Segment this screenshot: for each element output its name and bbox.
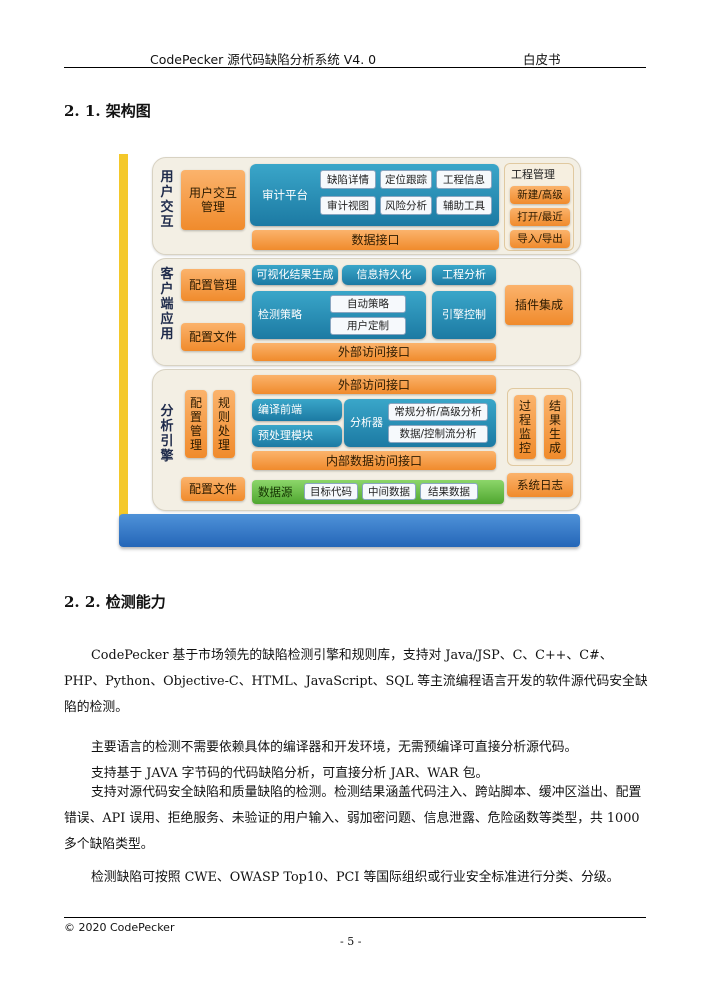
client-external-interface-box: 外部访问接口	[252, 343, 496, 361]
interaction-mgmt-box: 用户交互管理	[181, 170, 245, 230]
persistence-box: 信息持久化	[342, 265, 426, 285]
analysis-item: 常规分析/高级分析	[388, 403, 488, 421]
user-layer: 用户交互 用户交互管理 审计平台 缺陷详情 定位跟踪 工程信息 审计视图 风险分…	[152, 157, 581, 255]
client-config-mgmt-box: 配置管理	[181, 269, 245, 301]
engine-external-interface-box: 外部访问接口	[252, 375, 496, 394]
audit-item: 工程信息	[436, 170, 492, 189]
architecture-diagram: 用户交互 用户交互管理 审计平台 缺陷详情 定位跟踪 工程信息 审计视图 风险分…	[119, 154, 583, 550]
paragraph-3: 支持基于 JAVA 字节码的代码缺陷分析，可直接分析 JAR、WAR 包。	[91, 766, 489, 781]
compiler-front-box: 编译前端	[252, 399, 342, 421]
analysis-item: 数据/控制流分析	[388, 425, 488, 443]
project-item: 导入/导出	[510, 230, 570, 248]
plugin-box: 插件集成	[505, 285, 573, 325]
paragraph-2: 主要语言的检测不需要依赖具体的编译器和开发环境，无需预编译可直接分析源代码。	[91, 740, 578, 755]
project-mgmt-label: 工程管理	[511, 168, 555, 181]
client-layer-label: 客户端应用	[160, 267, 174, 342]
paragraph-1: CodePecker 基于市场领先的缺陷检测引擎和规则库，支持对 Java/JS…	[64, 643, 650, 721]
diagram-base-bar	[119, 514, 580, 547]
monitor-panel: 过程监控 结果生成	[507, 388, 573, 466]
engine-layer: 分析引擎 外部访问接口 配置管理 规则处理 配置文件 编译前端 预处理模块 分析…	[152, 369, 581, 511]
audit-item: 缺陷详情	[320, 170, 376, 189]
data-item: 中间数据	[362, 483, 416, 500]
header-title: CodePecker 源代码缺陷分析系统 V4. 0	[150, 52, 377, 67]
footer-rule	[64, 917, 646, 918]
analyzer-box: 分析器 常规分析/高级分析 数据/控制流分析	[344, 399, 496, 447]
data-item: 结果数据	[420, 483, 478, 500]
engine-config-mgmt-box: 配置管理	[185, 390, 207, 458]
audit-item: 定位跟踪	[380, 170, 432, 189]
data-source-label: 数据源	[258, 485, 293, 499]
user-custom-box: 用户定制	[330, 317, 406, 335]
data-item: 目标代码	[304, 483, 358, 500]
project-item: 新建/高级	[510, 186, 570, 204]
data-interface-box: 数据接口	[252, 230, 499, 250]
header-rule	[64, 67, 646, 68]
rule-proc-box: 规则处理	[213, 390, 235, 458]
internal-interface-box: 内部数据访问接口	[252, 451, 496, 470]
diagram-yellow-bar	[119, 154, 128, 526]
audit-item: 风险分析	[380, 196, 432, 215]
analyzer-label: 分析器	[350, 416, 383, 429]
paragraph-4: 支持对源代码安全缺陷和质量缺陷的检测。检测结果涵盖代码注入、跨站脚本、缓冲区溢出…	[64, 780, 650, 858]
engine-layer-label: 分析引擎	[160, 404, 174, 464]
audit-item: 审计视图	[320, 196, 376, 215]
paragraph-4-text: 支持对源代码安全缺陷和质量缺陷的检测。检测结果涵盖代码注入、跨站脚本、缓冲区溢出…	[64, 785, 642, 852]
process-monitor-box: 过程监控	[514, 395, 536, 459]
preprocess-box: 预处理模块	[252, 425, 342, 447]
detect-policy-label: 检测策略	[258, 308, 302, 321]
user-layer-label: 用户交互	[160, 170, 174, 230]
client-config-file-box: 配置文件	[181, 323, 245, 351]
project-item: 打开/最近	[510, 208, 570, 226]
audit-platform-box: 审计平台 缺陷详情 定位跟踪 工程信息 审计视图 风险分析 辅助工具	[250, 164, 499, 226]
engine-control-box: 引擎控制	[432, 291, 496, 339]
system-log-box: 系统日志	[507, 473, 573, 497]
visual-report-box: 可视化结果生成	[252, 265, 338, 285]
paragraph-1-text: CodePecker 基于市场领先的缺陷检测引擎和规则库，支持对 Java/JS…	[64, 648, 648, 715]
paragraph-5: 检测缺陷可按照 CWE、OWASP Top10、PCI 等国际组织或行业安全标准…	[91, 870, 620, 885]
page-number: - 5 -	[340, 935, 362, 948]
client-layer: 客户端应用 配置管理 配置文件 可视化结果生成 信息持久化 工程分析 检测策略 …	[152, 258, 581, 366]
footer-copyright: © 2020 CodePecker	[64, 921, 175, 934]
audit-item: 辅助工具	[436, 196, 492, 215]
auto-policy-box: 自动策略	[330, 295, 406, 313]
header-doc-type: 白皮书	[523, 52, 561, 67]
engine-config-file-box: 配置文件	[181, 477, 245, 501]
section-title-architecture: 2. 1. 架构图	[64, 102, 151, 120]
data-source-box: 数据源 目标代码 中间数据 结果数据	[252, 480, 504, 504]
section-title-detection: 2. 2. 检测能力	[64, 593, 166, 611]
result-gen-box: 结果生成	[544, 395, 566, 459]
detect-policy-box: 检测策略 自动策略 用户定制	[252, 291, 426, 339]
audit-platform-label: 审计平台	[262, 188, 308, 202]
project-analysis-box: 工程分析	[432, 265, 496, 285]
project-mgmt-panel: 工程管理 新建/高级 打开/最近 导入/导出	[504, 163, 574, 251]
